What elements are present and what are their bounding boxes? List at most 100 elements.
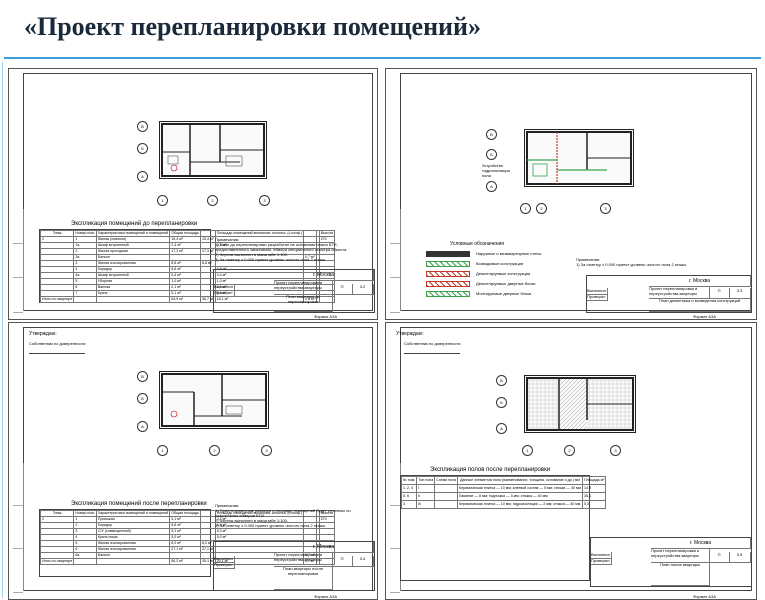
table-cell (318, 558, 336, 565)
legend-label: Демонтируемые дверные блоки (476, 281, 536, 286)
note-line: 1) План до перепланировки разработан на … (215, 242, 338, 247)
table-cell: 35,1 (581, 492, 607, 501)
note-line: 2) Чертеж выполнен в масштабе 1:100. (215, 518, 288, 523)
axis-marker-3: 3 (261, 445, 272, 456)
table-cell: 3 (400, 500, 418, 509)
axis-marker-3: 3 (600, 203, 611, 214)
approval-subtitle: Собственник по доверенности (29, 341, 86, 346)
sheet-demolition-plan: Устройство гидроизоляции пола 1 2 3 В Б … (385, 68, 757, 320)
axis-marker-3: 3 (610, 445, 621, 456)
legend-swatch (426, 261, 470, 267)
table-cell: Итого по квартире (39, 296, 75, 303)
note-line: Примечания: (215, 503, 240, 508)
table-cell: 20,1 м² (214, 558, 305, 565)
sheet-sidebar (13, 209, 24, 313)
legend-label: Демонтируемые конструкции (476, 271, 531, 276)
title-block: г. Москва Выполнил Проверил Проект переп… (213, 541, 375, 591)
sheet-floor-plan: Утверждаю: Собственник по доверенности 1… (385, 322, 757, 600)
table-cell (73, 558, 97, 565)
floor-plan-demolition (524, 129, 634, 187)
title-block: г. Москва Выполнил Проверил Проект переп… (213, 269, 375, 313)
stamp-city: г. Москва (274, 542, 374, 553)
stamp-sheet-number: 3.2 (352, 284, 374, 295)
table-cell (95, 296, 171, 303)
signature-line (29, 353, 85, 354)
format-label: Формат А3А (693, 314, 716, 319)
table-cell (434, 492, 459, 501)
table-cell (318, 296, 336, 303)
page-title: «Проект перепланировки помещений» (24, 12, 482, 41)
approval-title: Утверждаю: (396, 331, 424, 337)
format-label: Формат А3А (314, 314, 337, 319)
table-header-cell: Общая площадь (169, 230, 202, 237)
table-cell: 18,1 м² (214, 296, 305, 303)
axis-marker-a: А (137, 421, 148, 432)
stamp-city: г. Москва (651, 538, 751, 549)
sheet-frame (400, 73, 752, 311)
axis-marker-v: В (137, 121, 148, 132)
notes-after: Примечания:1) Ориентировочные размеры и … (215, 503, 351, 528)
table-cell: Керамическая плитка — 10 мм; клеевой сос… (457, 484, 583, 493)
table-title: Экспликация помещений до перепланировки (71, 221, 198, 227)
stamp-role-2: Проверил (214, 290, 235, 297)
table-cell: 17,3 м² (200, 248, 216, 255)
stamp-stage: П (709, 288, 730, 299)
stamp-role-2: Проверил (591, 558, 612, 565)
legend-swatch (426, 251, 470, 257)
approval-title: Утверждаю: (29, 331, 57, 337)
table-cell (73, 296, 97, 303)
note-line: 1) Ориентировочные размеры и площади пом… (215, 508, 351, 513)
table-header-cell: Данные элементов пола (наименование, тол… (457, 476, 583, 485)
signature-line (404, 353, 460, 354)
axis-marker-a: А (486, 181, 497, 192)
stamp-project: Проект перепланировки и переустройства к… (651, 548, 710, 563)
stamp-sheet-number: 3.4 (352, 556, 374, 567)
left-border-line (2, 62, 3, 598)
axis-marker-1: 1 (522, 445, 533, 456)
stamp-sheet-number: 3.3 (729, 288, 751, 299)
axis-marker-2: 2 (209, 445, 220, 456)
notes-before: Примечания:1) План до перепланировки раз… (215, 237, 347, 262)
stamp-role-2: Проверил (214, 562, 235, 569)
sheet-plan-before: 1 2 3 В Б А Экспликация помещений до пер… (8, 68, 378, 320)
floor-plan-before (159, 121, 267, 179)
stamp-sheet-title: План демонтажа и возведения конструкций (649, 298, 751, 312)
legend-label: Возводимые конструкции (476, 261, 524, 266)
table-title: Экспликация помещений после перепланиров… (71, 501, 207, 507)
table-title: Экспликация полов после перепланировки (430, 467, 551, 473)
floor-plan-flooring (524, 375, 636, 433)
table-header-cell: Общая площадь (169, 510, 202, 517)
table-cell (434, 500, 459, 509)
table-cell: III (416, 500, 436, 509)
axis-marker-v: В (137, 371, 148, 382)
axis-marker-v: В (496, 375, 507, 386)
legend-swatch (426, 271, 470, 277)
axis-marker-2: 2 (564, 445, 575, 456)
legend-label: Наружные и межквартирные стены (476, 251, 542, 256)
stamp-stage: П (332, 284, 353, 295)
table-header-cell: Номер пом. (73, 510, 97, 517)
axis-marker-1: 1 (157, 445, 168, 456)
format-label: Формат А3А (314, 594, 337, 599)
stamp-sheet-title: План квартиры после перепланировки (274, 566, 333, 590)
stamp-role-1: Выполнил (587, 288, 608, 295)
stamp-project: Проект перепланировки и переустройства к… (274, 280, 333, 295)
axis-marker-b: Б (486, 149, 497, 160)
table-cell: 54,9 м² (169, 296, 202, 303)
note-line: Примечание: (576, 257, 601, 262)
note-line: 1) За отметку ± 0.000 принят уровень чис… (576, 262, 687, 267)
stamp-sheet-title: План квартиры до перепланировки (274, 294, 333, 312)
stamp-city: г. Москва (274, 270, 374, 281)
legend-label: Монтируемые дверные блоки (476, 291, 532, 296)
